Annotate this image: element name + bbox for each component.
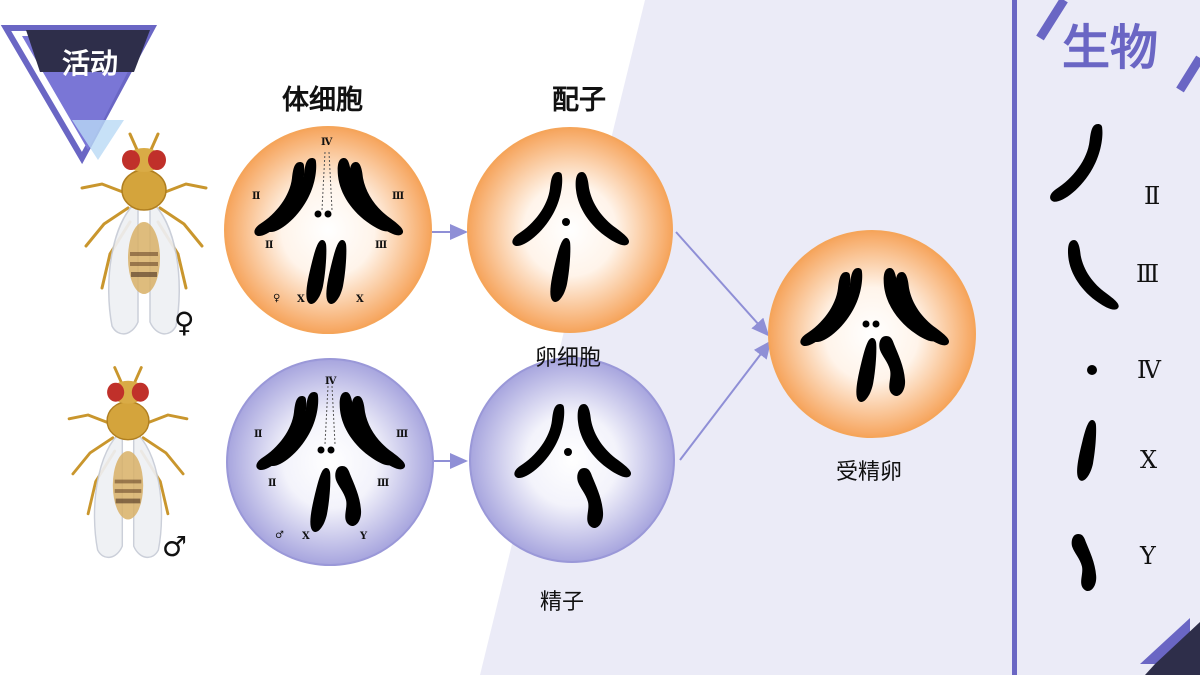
- caption-zygote: 受精卵: [836, 460, 903, 485]
- male-x-label: X: [302, 531, 310, 542]
- female-x-label-2: X: [356, 294, 364, 305]
- caption-sperm: 精子: [540, 590, 585, 615]
- male-symbol: ♂: [162, 530, 188, 563]
- egg-cell: [467, 127, 673, 333]
- chromosome-icon: [254, 158, 404, 305]
- female-numeral-iii-upper: Ⅲ: [392, 191, 405, 202]
- male-somatic-cell: [226, 358, 434, 566]
- zygote-cell: [768, 230, 976, 438]
- male-numeral-iii-upper: Ⅲ: [396, 429, 409, 440]
- female-numeral-iii-lower: Ⅲ: [375, 240, 388, 251]
- legend-label-x: X: [1140, 446, 1158, 474]
- female-x-label-1: X: [297, 294, 305, 305]
- header-gamete: 配子: [552, 85, 606, 116]
- male-numeral-ii-lower: Ⅱ: [268, 478, 277, 489]
- caption-egg: 卵细胞: [535, 346, 602, 371]
- header-somatic: 体细胞: [282, 85, 363, 116]
- female-somatic-cell: [224, 126, 432, 334]
- male-numeral-iii-lower: Ⅲ: [377, 478, 390, 489]
- chromosome-icon: [256, 392, 406, 533]
- male-sex-symbol: ♂: [275, 530, 284, 541]
- fruit-fly-male-icon: [67, 366, 189, 559]
- legend-chromosomes: [1050, 124, 1119, 592]
- female-numeral-ii-upper: Ⅱ: [252, 191, 261, 202]
- legend-label-y: Y: [1140, 542, 1156, 570]
- legend-label-iii: Ⅲ: [1136, 260, 1160, 288]
- activity-badge: 活动: [62, 47, 119, 80]
- legend-label-iv: Ⅳ: [1137, 356, 1161, 384]
- male-numeral-ii-upper: Ⅱ: [254, 429, 263, 440]
- subject-title: 生物: [1062, 20, 1159, 76]
- male-y-label: Y: [360, 531, 368, 542]
- female-sex-symbol: ♀: [273, 293, 281, 304]
- female-symbol: ♀: [174, 306, 195, 339]
- female-numeral-ii-lower: Ⅱ: [265, 240, 274, 251]
- legend-label-ii: Ⅱ: [1144, 182, 1161, 210]
- female-numeral-iv: Ⅳ: [321, 137, 333, 148]
- sperm-cell: [469, 357, 675, 563]
- fruit-fly-female-icon: [80, 132, 208, 336]
- male-numeral-iv: Ⅳ: [325, 376, 337, 387]
